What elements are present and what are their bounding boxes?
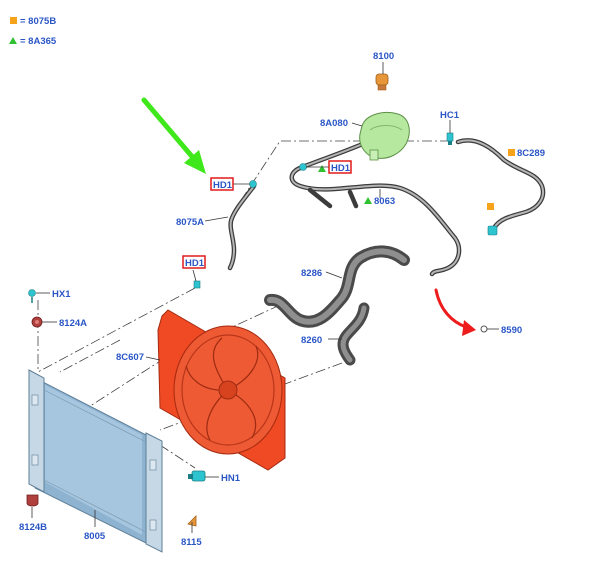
clip-hd1-low-icon <box>193 280 201 289</box>
clip-hx1-icon <box>28 289 36 303</box>
marker-8075b-icon <box>487 203 494 210</box>
label-8124b: 8124B <box>19 522 47 533</box>
hose-8286 <box>264 245 410 328</box>
label-8c607: 8C607 <box>116 352 144 363</box>
marker-8a365-icon <box>364 197 372 204</box>
label-hn1: HN1 <box>221 473 241 484</box>
reservoir-cap-8100 <box>375 73 389 91</box>
mount-8124b-icon <box>26 494 39 507</box>
legend-orange-square-icon <box>10 17 17 24</box>
marker-8075b-icon <box>508 149 515 156</box>
bracket-hn1-icon <box>188 470 206 482</box>
marker-8a365-icon <box>318 165 326 172</box>
legend-8075b-text: = 8075B <box>20 16 56 27</box>
red-indicator-arrow-icon <box>434 288 476 336</box>
clip-hc1-icon <box>446 132 454 145</box>
legend-green-triangle-icon <box>9 37 17 44</box>
fan-shroud-8c607 <box>157 309 286 471</box>
label-hx1: HX1 <box>52 289 71 300</box>
label-8a080: 8A080 <box>320 118 348 129</box>
clip-hd1-top-icon <box>249 180 257 188</box>
label-8005: 8005 <box>84 531 106 542</box>
label-hd1-low: HD1 <box>185 258 205 269</box>
label-8124a: 8124A <box>59 318 87 329</box>
label-hc1: HC1 <box>440 110 460 121</box>
label-8100: 8100 <box>373 51 394 62</box>
label-8c289: 8C289 <box>517 148 545 159</box>
mount-8124a-icon <box>31 316 43 328</box>
radiator-8005 <box>28 369 163 553</box>
label-8260: 8260 <box>301 335 322 346</box>
label-8115: 8115 <box>181 537 202 548</box>
coolant-reservoir-8a080 <box>359 112 410 161</box>
tube-8c289 <box>455 138 546 231</box>
green-indicator-arrow-icon <box>141 97 206 174</box>
label-8075a: 8075A <box>176 217 204 228</box>
label-hd1-mid: HD1 <box>331 163 351 174</box>
leader-lines <box>31 62 499 533</box>
label-8063: 8063 <box>374 196 395 207</box>
hd1-highlight-mid <box>328 160 352 174</box>
tube-8075a <box>227 183 257 271</box>
clip-hd1-mid-icon <box>299 163 307 171</box>
clip-8c289-end-icon <box>487 225 498 236</box>
label-8590: 8590 <box>501 325 522 336</box>
label-hd1-top: HD1 <box>213 180 233 191</box>
hd1-highlight-top <box>210 177 234 191</box>
label-8286: 8286 <box>301 268 322 279</box>
plug-8590-icon <box>480 325 488 333</box>
legend-8a365-text: = 8A365 <box>20 36 57 47</box>
hd1-highlight-low <box>182 255 206 269</box>
hose-8260 <box>337 302 370 366</box>
legend: = 8075B = 8A365 <box>9 16 57 47</box>
